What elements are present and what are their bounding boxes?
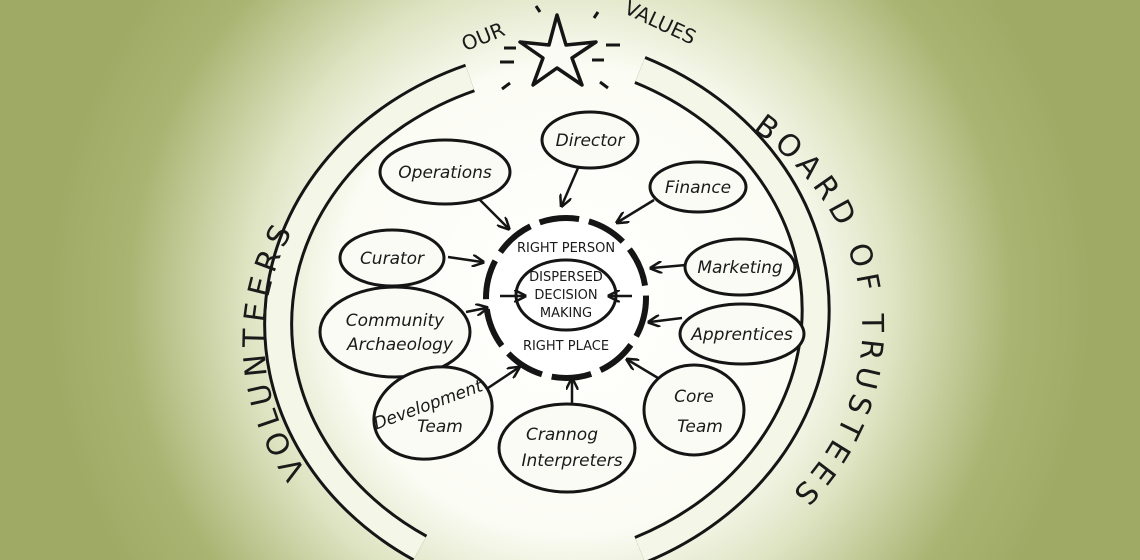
svg-text:Apprentices: Apprentices: [690, 325, 793, 345]
trustees-band: [634, 56, 831, 560]
svg-text:Marketing: Marketing: [697, 258, 783, 278]
bubble-operations: Operations: [378, 138, 512, 206]
bubble-curator: Curator: [338, 228, 446, 288]
bubble-apprentices: Apprentices: [678, 302, 806, 366]
center-line-2: DECISION: [534, 288, 597, 303]
svg-text:Community: Community: [346, 311, 445, 331]
svg-text:Team: Team: [677, 417, 723, 437]
bubble-development-team: Development Team: [371, 365, 494, 461]
svg-text:Crannog: Crannog: [526, 425, 598, 445]
volunteers-band: [263, 63, 475, 560]
star-icon: [500, 5, 620, 91]
svg-text:Curator: Curator: [360, 249, 425, 269]
right-person: RIGHT PERSON: [517, 241, 615, 256]
bubble-community-archaeology: Community Archaeology: [318, 285, 472, 379]
svg-text:Operations: Operations: [398, 163, 492, 183]
bubble-core-team: Core Team: [642, 363, 746, 457]
bubble-marketing: Marketing: [683, 237, 797, 297]
center-line-3: MAKING: [540, 306, 592, 321]
svg-text:Core: Core: [674, 387, 714, 407]
center-line-1: DISPERSED: [529, 270, 603, 285]
bubble-finance: Finance: [648, 160, 748, 214]
arrows: [447, 167, 687, 405]
bubble-director: Director: [540, 110, 640, 170]
svg-text:Director: Director: [556, 131, 626, 151]
svg-text:Interpreters: Interpreters: [521, 451, 622, 471]
center-hub: [483, 215, 649, 381]
bubble-crannog-interpreters: Crannog Interpreters: [497, 402, 637, 494]
svg-text:Archaeology: Archaeology: [346, 335, 454, 355]
right-place: RIGHT PLACE: [523, 339, 609, 354]
svg-text:Finance: Finance: [665, 178, 731, 198]
svg-text:Team: Team: [417, 417, 463, 437]
